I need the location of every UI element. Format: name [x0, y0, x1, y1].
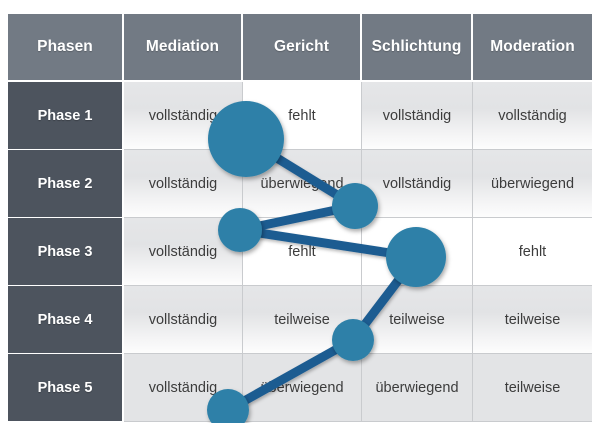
graph-node-n4[interactable] — [386, 227, 446, 287]
node-layer — [207, 101, 446, 423]
column-header-moderation: Moderation — [473, 14, 592, 82]
table-row: Phase 1 vollständig fehlt vollständig vo… — [8, 82, 592, 150]
cell-p5-schlichtung: überwiegend — [362, 354, 473, 422]
cell-p3-moderation: fehlt — [473, 218, 592, 286]
graph-node-n2[interactable] — [332, 183, 378, 229]
table-row: Phase 5 vollständig überwiegend überwieg… — [8, 354, 592, 422]
graph-node-n5[interactable] — [332, 319, 374, 361]
cell-p5-mediation: vollständig — [124, 354, 243, 422]
row-label-phase-1: Phase 1 — [8, 82, 124, 150]
table-row: Phase 4 vollständig teilweise teilweise … — [8, 286, 592, 354]
graph-node-n6[interactable] — [207, 389, 249, 423]
table-row: Phase 3 vollständig fehlt fehlt — [8, 218, 592, 286]
cell-p4-mediation: vollständig — [124, 286, 243, 354]
cell-p4-moderation: teilweise — [473, 286, 592, 354]
row-label-phase-5: Phase 5 — [8, 354, 124, 422]
row-label-phase-4: Phase 4 — [8, 286, 124, 354]
table-row: Phase 2 vollständig überwiegend vollstän… — [8, 150, 592, 218]
cell-p5-moderation: teilweise — [473, 354, 592, 422]
cell-p4-schlichtung: teilweise — [362, 286, 473, 354]
column-header-gericht: Gericht — [243, 14, 362, 82]
graph-edge[interactable] — [223, 335, 358, 415]
cell-p2-moderation: überwiegend — [473, 150, 592, 218]
table-header: Phasen Mediation Gericht Schlichtung Mod… — [8, 14, 592, 82]
column-header-mediation: Mediation — [124, 14, 243, 82]
graph-node-n1[interactable] — [208, 101, 284, 177]
graph-node-n3[interactable] — [218, 208, 262, 252]
table-header-row: Phasen Mediation Gericht Schlichtung Mod… — [8, 14, 592, 82]
column-header-schlichtung: Schlichtung — [362, 14, 473, 82]
cell-p1-schlichtung: vollständig — [362, 82, 473, 150]
cell-p1-moderation: vollständig — [473, 82, 592, 150]
row-label-phase-2: Phase 2 — [8, 150, 124, 218]
column-header-phasen: Phasen — [8, 14, 124, 82]
cell-p2-schlichtung: vollständig — [362, 150, 473, 218]
row-label-phase-3: Phase 3 — [8, 218, 124, 286]
